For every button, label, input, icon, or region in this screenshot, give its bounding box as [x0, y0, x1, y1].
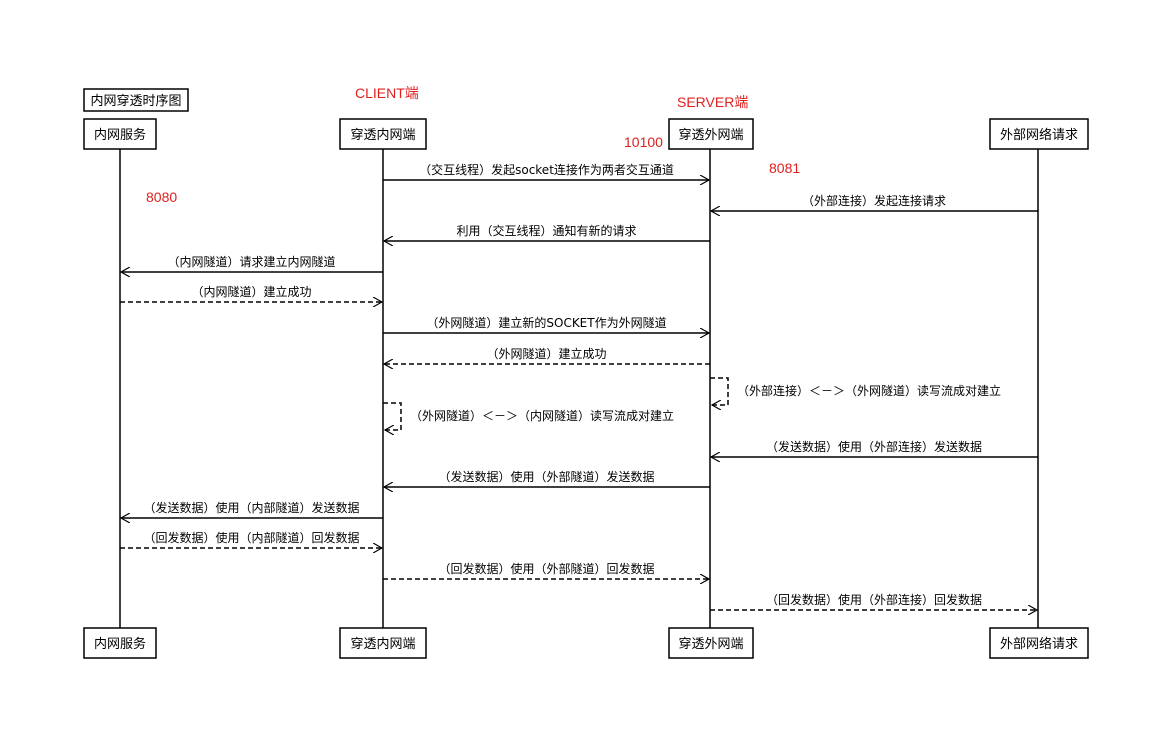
port-10100-label: 10100	[624, 134, 663, 150]
participant-label: 外部网络请求	[1000, 636, 1078, 652]
message-label: （发送数据）使用（外部连接）发送数据	[766, 439, 982, 454]
message-3: 利用（交互线程）通知有新的请求	[384, 223, 710, 241]
participant-inner-client-bottom: 穿透内网端	[339, 627, 427, 659]
message-label: （交互线程）发起socket连接作为两者交互通道	[419, 162, 674, 177]
diagram-title-box	[83, 88, 189, 112]
message-label: （回发数据）使用（内部隧道）回发数据	[143, 530, 359, 545]
message-13: （回发数据）使用（内部隧道）回发数据	[120, 530, 382, 548]
diagram-title: 内网穿透时序图	[90, 93, 181, 109]
message-label: （回发数据）使用（外部隧道）回发数据	[438, 561, 654, 576]
server-side-label: SERVER端	[677, 94, 748, 110]
message-8: （外部连接）＜－＞（外网隧道）读写流成对建立	[710, 377, 1001, 405]
message-2: （外部连接）发起连接请求	[711, 193, 1038, 211]
participant-label: 穿透外网端	[678, 636, 743, 652]
message-label: 利用（交互线程）通知有新的请求	[456, 223, 636, 238]
participant-inner-service-bottom: 内网服务	[83, 627, 157, 659]
message-label: （外部连接）＜－＞（外网隧道）读写流成对建立	[737, 383, 1001, 398]
message-label: （外网隧道）建立新的SOCKET作为外网隧道	[426, 315, 666, 330]
message-label: （回发数据）使用（外部连接）回发数据	[766, 592, 982, 607]
message-15: （回发数据）使用（外部连接）回发数据	[710, 592, 1037, 610]
message-label: （发送数据）使用（内部隧道）发送数据	[143, 500, 359, 515]
message-1: （交互线程）发起socket连接作为两者交互通道	[383, 162, 709, 180]
message-7: （外网隧道）建立成功	[384, 346, 710, 364]
message-11: （发送数据）使用（外部隧道）发送数据	[384, 469, 710, 487]
message-label: （内网隧道）请求建立内网隧道	[167, 254, 335, 269]
participant-inner-client-top: 穿透内网端	[339, 118, 427, 150]
participant-label: 外部网络请求	[1000, 127, 1078, 143]
participant-label: 穿透外网端	[678, 127, 743, 143]
participant-outer-server-bottom: 穿透外网端	[668, 627, 754, 659]
participant-inner-service-top: 内网服务	[83, 118, 157, 150]
message-label: （内网隧道）建立成功	[191, 284, 311, 299]
participant-label: 穿透内网端	[350, 127, 415, 143]
message-self-arrow	[710, 377, 729, 405]
message-label: （外网隧道）建立成功	[486, 346, 606, 361]
message-14: （回发数据）使用（外部隧道）回发数据	[383, 561, 709, 579]
message-5: （内网隧道）建立成功	[120, 284, 382, 302]
message-label: （外网隧道）＜－＞（内网隧道）读写流成对建立	[410, 408, 674, 423]
participant-external-request-top: 外部网络请求	[989, 118, 1089, 150]
port-8080-label: 8080	[146, 189, 177, 205]
message-label: （外部连接）发起连接请求	[802, 193, 946, 208]
messages: （交互线程）发起socket连接作为两者交互通道 （外部连接）发起连接请求利用（交…	[120, 162, 1038, 610]
message-label: （发送数据）使用（外部隧道）发送数据	[438, 469, 654, 484]
message-12: （发送数据）使用（内部隧道）发送数据	[121, 500, 383, 518]
participant-label: 穿透内网端	[350, 636, 415, 652]
participant-label: 内网服务	[94, 127, 146, 143]
message-4: （内网隧道）请求建立内网隧道	[121, 254, 383, 272]
message-self-arrow	[383, 402, 402, 430]
participant-outer-server-top: 穿透外网端	[668, 118, 754, 150]
participant-label: 内网服务	[94, 636, 146, 652]
message-9: （外网隧道）＜－＞（内网隧道）读写流成对建立	[383, 402, 674, 430]
message-10: （发送数据）使用（外部连接）发送数据	[711, 439, 1038, 457]
participant-external-request-bottom: 外部网络请求	[989, 627, 1089, 659]
client-side-label: CLIENT端	[355, 85, 419, 101]
message-6: （外网隧道）建立新的SOCKET作为外网隧道	[383, 315, 709, 333]
port-8081-label: 8081	[769, 160, 800, 176]
